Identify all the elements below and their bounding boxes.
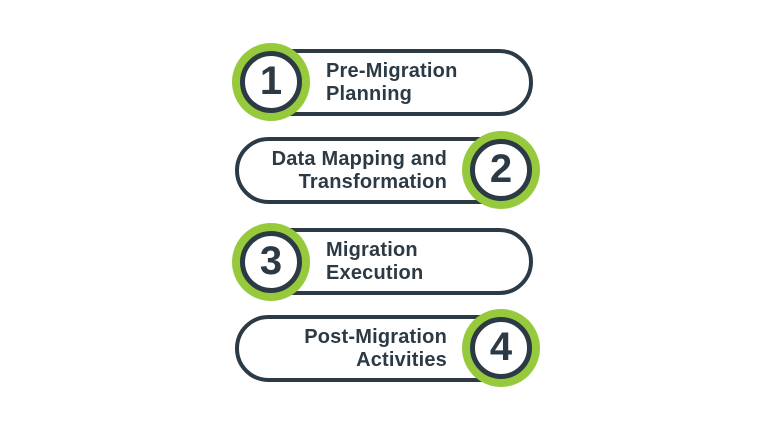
step-3-label-line2: Execution bbox=[326, 261, 424, 284]
step-2-number: 2 bbox=[489, 147, 513, 191]
step-1-label-line1: Pre-Migration bbox=[326, 59, 458, 82]
step-4-label-line2: Activities bbox=[356, 348, 447, 371]
step-4-number: 4 bbox=[489, 325, 513, 369]
step-2-label-line2: Transformation bbox=[298, 170, 447, 193]
step-1-number: 1 bbox=[259, 59, 283, 103]
step-1-number-badge: 1 bbox=[240, 51, 302, 113]
step-4-number-badge: 4 bbox=[470, 317, 532, 379]
step-2-label-line1: Data Mapping and bbox=[271, 147, 447, 170]
step-3-number: 3 bbox=[259, 239, 283, 283]
step-2-number-badge: 2 bbox=[470, 139, 532, 201]
step-1-label-line2: Planning bbox=[326, 82, 413, 105]
step-4-label-line1: Post-Migration bbox=[304, 325, 447, 348]
step-3-label-line1: Migration bbox=[326, 238, 418, 261]
step-3-number-badge: 3 bbox=[240, 231, 302, 293]
